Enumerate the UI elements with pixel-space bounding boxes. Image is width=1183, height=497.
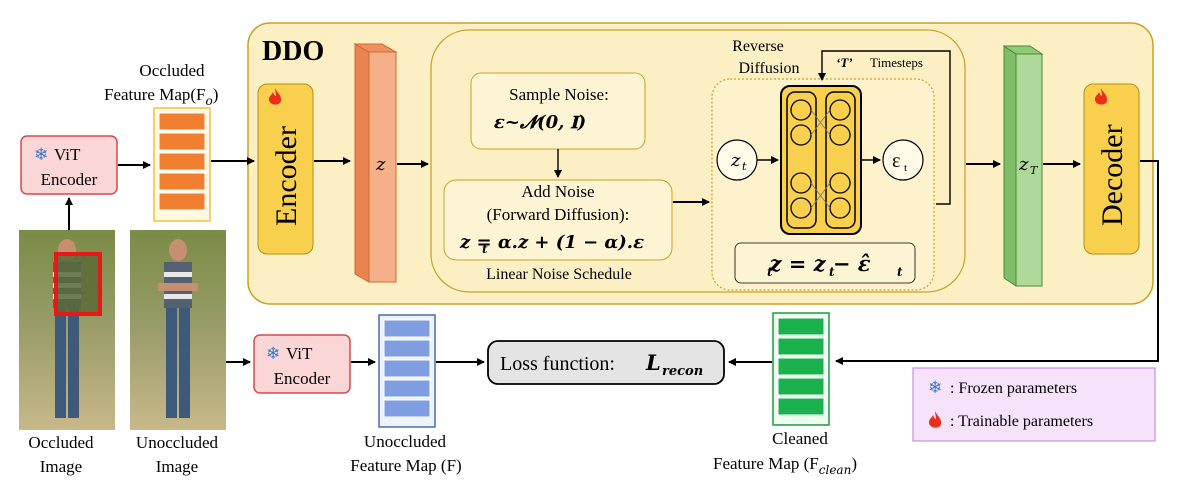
t-label: ‘T’ [836,55,853,70]
encoder-block [257,83,314,255]
flow-arrows [65,157,1159,366]
sample-noise-title: Sample Noise: [509,85,609,104]
zt-node-sub: t [742,160,747,173]
ddo-title: DDO [262,36,324,67]
cleaned-feature-map-line1: Cleaned [772,429,828,448]
unoccluded-image-line1: Unoccluded [136,433,219,452]
fire-icon [1094,88,1108,105]
unoccluded-feature-map-line1: Unoccluded [364,432,447,451]
loss-function-box [487,340,725,385]
add-noise-formula: z = α.z + (1 − α).ε [459,232,644,253]
zt-latent-label: z [1018,154,1029,175]
occluded-image-line2: Image [40,457,82,476]
vit-encoder-top-line1: ViT [54,145,81,164]
vit-encoder-top [20,135,118,195]
cleaned-feature-map [772,312,830,426]
update-formula-sub2: t [829,265,835,279]
unoccluded-image-line2: Image [156,457,198,476]
zt-latent-sub: T [1030,164,1039,177]
z-latent-slab [353,43,398,283]
update-formula-sub3: t [897,265,903,279]
loss-function-label: Loss function: [500,353,615,375]
occluded-image-line1: Occluded [28,433,94,452]
decoder-block [1083,83,1140,255]
decoder-label: Decoder [1096,124,1129,226]
add-noise-box [443,179,673,261]
vit-encoder-bottom-line1: ViT [286,344,313,363]
loss-function-sub: recon [662,364,703,379]
add-noise-line2: (Forward Diffusion): [487,205,630,224]
legend-box [912,367,1156,442]
vit-encoder-top-line2: Encoder [41,170,98,189]
unoccluded-feature-map-line2: Feature Map (F) [350,456,461,475]
occluded-feature-map [153,107,211,222]
encoder-label: Encoder [270,126,303,226]
eps-t-node-sub: t [904,162,907,174]
unet-network [780,85,862,235]
update-formula-sub1: t [767,265,773,279]
snowflake-icon: ❄ [928,378,942,397]
add-noise-formula-sub: t [482,242,488,256]
occluded-image [19,230,115,430]
update-formula-box [734,242,916,284]
update-formula: z = z − ε̂ [768,251,870,276]
sample-noise-formula: ε~𝓝(0, 𝐈) [494,112,586,133]
reverse-diffusion-line2: Diffusion [738,60,799,77]
fire-icon [268,88,282,105]
legend-trainable: : Trainable parameters [950,413,1093,430]
reverse-diffusion-line1: Reverse [732,38,784,55]
zt-latent-slab [1002,45,1044,287]
linear-noise-schedule-label: Linear Noise Schedule [486,266,632,283]
cleaned-feature-map-line2: Feature Map (Fclean) [713,454,857,477]
legend-frozen: : Frozen parameters [950,380,1077,397]
unoccluded-image [130,230,226,430]
occluded-feature-map-line1: Occluded [139,61,205,80]
vit-encoder-bottom [253,334,351,394]
timesteps-label: Timesteps [870,55,923,70]
fire-icon [928,411,942,428]
snowflake-icon: ❄ [266,344,280,363]
z-latent-label: z [375,154,386,175]
eps-t-node [882,139,924,181]
snowflake-icon: ❄ [34,145,48,164]
vit-encoder-bottom-line2: Encoder [274,369,331,388]
add-noise-line1: Add Noise [521,182,594,201]
unoccluded-feature-map [378,314,436,428]
occluded-feature-map-line2: Feature Map(Fo) [104,85,218,108]
loss-function-symbol: L [645,350,661,375]
zt-node-label: z [730,150,741,171]
eps-t-node-label: ε [892,150,900,172]
inner-arrows [554,50,951,205]
